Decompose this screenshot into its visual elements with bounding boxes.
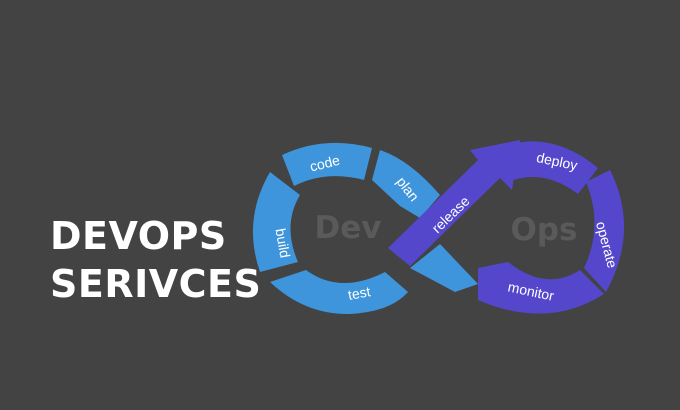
plan-segment [372, 150, 440, 218]
ops-loop [388, 140, 625, 314]
dev-crossing-band [410, 244, 478, 292]
page-title: DEVOPS SERIVCES [50, 212, 261, 308]
stage-label-build: build [272, 227, 293, 259]
monitor-segment [478, 262, 604, 314]
stage-label-test: test [347, 283, 372, 303]
ops-center-label: Ops [511, 212, 578, 248]
code-segment [282, 142, 372, 186]
stage-label-code: code [308, 152, 342, 175]
test-segment [270, 270, 408, 315]
dev-center-label: Dev [315, 210, 382, 246]
operate-segment [584, 170, 625, 292]
build-segment [252, 172, 300, 272]
title-line-2: SERIVCES [50, 262, 262, 306]
release-arrow [388, 140, 520, 266]
deploy-segment [498, 141, 598, 194]
dev-loop [252, 142, 478, 315]
title-line-1: DEVOPS [50, 214, 227, 258]
